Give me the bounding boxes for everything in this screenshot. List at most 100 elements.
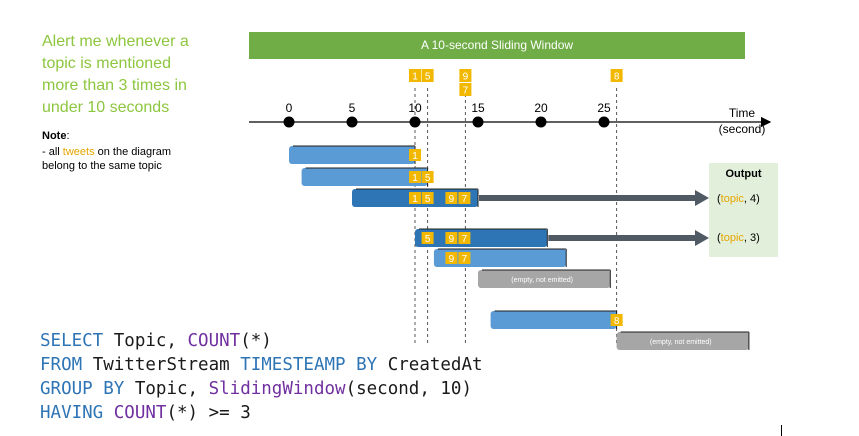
sql-text: Topic, bbox=[103, 331, 188, 351]
output-open: ( bbox=[717, 193, 721, 205]
tick-label: 15 bbox=[471, 101, 485, 115]
tick-dot bbox=[283, 116, 295, 128]
window-bar bbox=[289, 146, 415, 164]
tweet-label: 5 bbox=[425, 173, 431, 184]
empty-window-label: (empty, not emitted) bbox=[650, 339, 712, 346]
alert-description: Alert me whenever a topic is mentioned m… bbox=[42, 31, 232, 119]
output-count: , 4) bbox=[743, 193, 760, 205]
sql-line-group-by: GROUP BY Topic, SlidingWindow(second, 10… bbox=[40, 377, 483, 401]
axis-unit: (second) bbox=[719, 122, 766, 136]
tweet-marker bbox=[445, 252, 458, 264]
tweet-label: 9 bbox=[449, 194, 455, 205]
tick-label: 5 bbox=[349, 101, 356, 115]
output-arrow-shaft bbox=[548, 235, 696, 241]
note-prefix: - all bbox=[42, 146, 63, 158]
window-banner: A 10-second Sliding Window bbox=[249, 32, 745, 59]
alert-line: Alert me whenever a bbox=[42, 33, 189, 50]
output-arrow-head bbox=[695, 230, 709, 246]
sql-keyword: FROM bbox=[40, 355, 83, 375]
note-colon: : bbox=[66, 130, 70, 142]
alert-line: topic is mentioned bbox=[42, 55, 171, 72]
tweet-marker bbox=[421, 171, 434, 183]
event-marker bbox=[459, 83, 472, 96]
empty-window-label: (empty, not emitted) bbox=[511, 277, 573, 284]
output-arrow-shaft bbox=[479, 195, 696, 201]
event-label: 9 bbox=[463, 72, 469, 83]
note-line2: belong to the same topic bbox=[42, 160, 162, 172]
tweet-label: 5 bbox=[425, 234, 431, 245]
tweet-label: 1 bbox=[412, 194, 418, 205]
tweet-marker bbox=[458, 232, 471, 244]
sql-keyword: TIMESTEAMP BY bbox=[240, 355, 378, 375]
sql-text bbox=[103, 403, 114, 423]
tweet-marker bbox=[458, 192, 471, 204]
tick-dot bbox=[472, 116, 484, 128]
sql-query: SELECT Topic, COUNT(*)FROM TwitterStream… bbox=[40, 329, 483, 425]
event-label: 5 bbox=[425, 72, 431, 83]
tweet-marker bbox=[409, 171, 421, 183]
tick-dot bbox=[598, 116, 610, 128]
sql-line-having: HAVING COUNT(*) >= 3 bbox=[40, 401, 483, 425]
tweet-marker bbox=[421, 232, 434, 244]
sql-line-from: FROM TwitterStream TIMESTEAMP BY Created… bbox=[40, 353, 483, 377]
output-panel bbox=[709, 163, 778, 257]
event-marker bbox=[409, 69, 421, 82]
tweet-label: 5 bbox=[425, 194, 431, 205]
tick-dot bbox=[346, 116, 358, 128]
tick-dot bbox=[409, 116, 421, 128]
sql-text: (*) bbox=[240, 331, 272, 351]
event-marker bbox=[610, 69, 623, 82]
output-topic: topic bbox=[720, 232, 744, 244]
note-keyword: tweets bbox=[62, 146, 95, 158]
sql-text: TwitterStream bbox=[82, 355, 241, 375]
note-label-text: Note bbox=[42, 130, 67, 142]
note-label: Note: bbox=[42, 130, 70, 142]
tweet-marker bbox=[409, 192, 421, 204]
tweet-label: 9 bbox=[449, 254, 455, 265]
sql-keyword: SELECT bbox=[40, 331, 104, 351]
text-cursor bbox=[781, 425, 782, 436]
sql-text: CreatedAt bbox=[377, 355, 483, 375]
note-rest: on the diagram bbox=[94, 146, 172, 158]
tick-label: 20 bbox=[534, 101, 548, 115]
output-title: Output bbox=[725, 168, 762, 180]
tweet-marker bbox=[421, 192, 434, 204]
sql-function: COUNT bbox=[113, 403, 167, 423]
sql-text: (*) >= 3 bbox=[166, 403, 251, 423]
window-bar bbox=[415, 229, 548, 247]
sql-function: SlidingWindow bbox=[208, 379, 346, 399]
tweet-label: 7 bbox=[462, 194, 468, 205]
event-label: 8 bbox=[614, 72, 620, 83]
tick-label: 0 bbox=[286, 101, 293, 115]
output-count: , 3) bbox=[743, 232, 760, 244]
sql-keyword: HAVING bbox=[40, 403, 104, 423]
output-arrow-head bbox=[695, 190, 709, 206]
tweet-marker bbox=[458, 252, 471, 264]
tweet-label: 7 bbox=[462, 254, 468, 265]
event-marker bbox=[421, 69, 434, 82]
output-item: (topic, 4) bbox=[717, 193, 760, 205]
axis-label: Time bbox=[729, 106, 756, 120]
tweet-marker bbox=[445, 192, 458, 204]
tweet-label: 9 bbox=[449, 234, 455, 245]
tick-label: 10 bbox=[408, 101, 422, 115]
window-bar bbox=[490, 311, 617, 329]
alert-line: more than 3 times in bbox=[42, 77, 187, 94]
tweet-label: 8 bbox=[614, 316, 620, 327]
sql-function: COUNT bbox=[187, 331, 241, 351]
output-open: ( bbox=[717, 232, 721, 244]
tick-label: 25 bbox=[597, 101, 611, 115]
window-bar bbox=[616, 332, 749, 350]
tweet-marker bbox=[610, 314, 623, 326]
output-item: (topic, 3) bbox=[717, 232, 760, 244]
tweet-marker bbox=[445, 232, 458, 244]
tweet-label: 7 bbox=[462, 234, 468, 245]
sql-keyword: GROUP BY bbox=[40, 379, 125, 399]
tweet-label: 1 bbox=[412, 173, 418, 184]
note-text: - all tweets on the diagram belong to th… bbox=[42, 145, 222, 173]
sql-text: (second, 10) bbox=[345, 379, 472, 399]
tweet-marker bbox=[409, 149, 421, 161]
tick-dot bbox=[535, 116, 547, 128]
output-topic: topic bbox=[720, 193, 744, 205]
